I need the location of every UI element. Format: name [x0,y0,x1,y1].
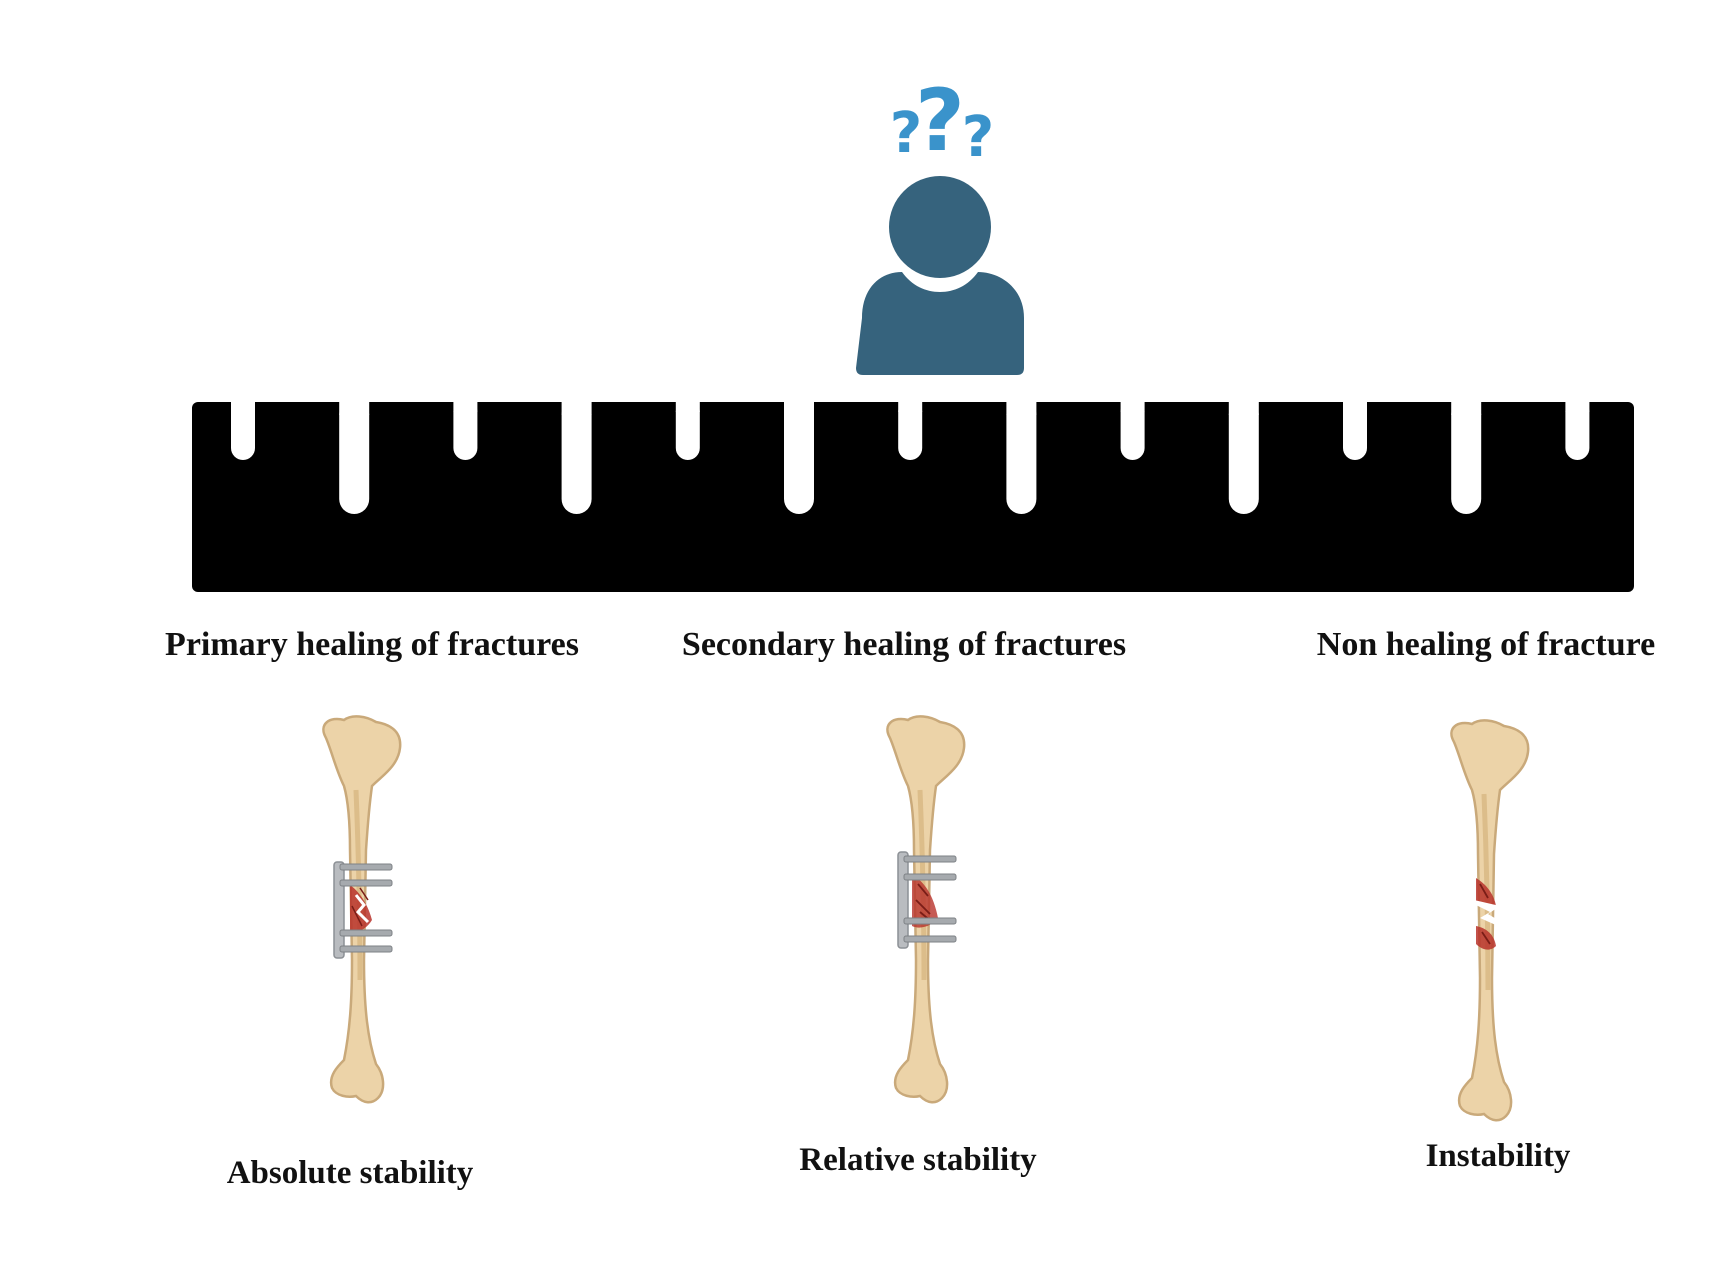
ruler-tick-short [1120,400,1145,460]
ruler-tick-cap [339,400,370,415]
ruler-tick-short [1343,400,1367,460]
ruler-tick-cap [1343,400,1367,412]
label-non-healing: Non healing of fracture [1316,626,1656,663]
label-secondary-healing: Secondary healing of fractures [681,626,1127,663]
label-relative-stability: Relative stability [799,1142,1037,1178]
label-primary-healing: Primary healing of fractures [165,626,579,663]
question-mark-right-icon: ? [962,105,994,170]
ruler-tick-cap [1006,400,1037,415]
bone-absolute-stability [322,715,402,1104]
ruler-body [192,402,1634,592]
person-icon [856,176,1024,375]
fracture-mark [350,885,372,932]
label-instability: Instability [1425,1138,1571,1174]
bone-relative-stability [886,715,966,1104]
person-head-icon [889,176,991,278]
bone-instability [1450,719,1530,1122]
ruler-tick-cap [784,400,814,415]
ruler-tick-cap [231,400,255,412]
ruler-tick-cap [561,400,592,415]
ruler-tick-short [231,400,255,460]
label-absolute-stability: Absolute stability [226,1155,474,1191]
ruler-tick-cap [1565,400,1590,412]
bone-plate-icon [897,851,957,949]
ruler-tick-cap [1120,400,1145,412]
ruler-tick-short [898,400,923,460]
person-body-icon [856,272,1024,375]
ruler-tick-short [675,400,700,460]
ruler-tick-cap [675,400,700,412]
fracture-mark [1474,878,1500,950]
ruler-tick-long [1006,400,1037,514]
ruler-icon [192,400,1634,592]
ruler-tick-long [784,400,814,514]
question-mark-left-icon: ? [890,101,922,166]
ruler-tick-short [453,400,478,460]
ruler-tick-cap [1228,400,1259,415]
ruler-tick-cap [1451,400,1482,415]
question-marks-icon: ? ? ? [890,71,994,171]
ruler-tick-cap [453,400,478,412]
question-mark-center-icon: ? [915,71,965,171]
ruler-ticks [231,400,1590,514]
ruler-tick-long [561,400,592,514]
ruler-tick-long [1228,400,1259,514]
ruler-tick-long [1451,400,1482,514]
fracture-mark [912,875,938,928]
bone-plate-icon [333,861,393,959]
ruler-tick-long [339,400,370,514]
ruler-tick-short [1565,400,1590,460]
ruler-tick-cap [898,400,923,412]
